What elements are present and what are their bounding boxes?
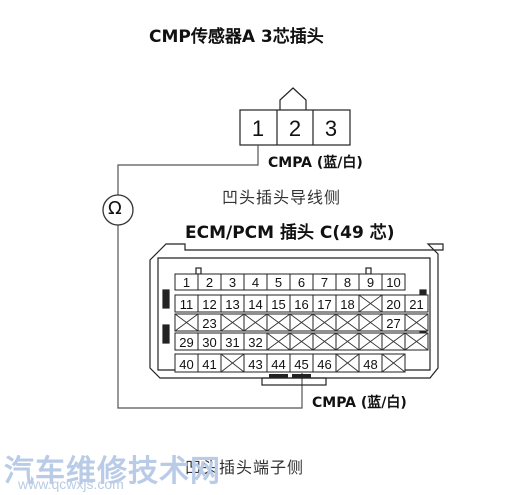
ecm-pin-16: 16 <box>294 297 308 312</box>
sensor-connector <box>239 87 351 146</box>
ecm-pin-31: 31 <box>225 335 239 350</box>
blocked-cell-mark <box>312 332 337 351</box>
ecm-pin-2: 2 <box>206 275 213 290</box>
wire-label-top: CMPA (蓝/白) <box>268 155 363 171</box>
blocked-cell-mark <box>289 313 314 332</box>
blocked-cell-mark <box>220 353 245 373</box>
ecm-connector-label: ECM/PCM 插头 C(49 芯) <box>185 223 395 243</box>
ecm-pin-41: 41 <box>202 357 216 372</box>
ecm-pin-cell <box>404 294 429 313</box>
blocked-cell-mark <box>358 313 383 332</box>
blocked-cell-mark <box>335 313 360 332</box>
blocked-cell-mark <box>404 313 429 332</box>
blocked-cell-mark <box>312 313 337 332</box>
ecm-pin-29: 29 <box>179 335 193 350</box>
ecm-pin-45: 45 <box>294 357 308 372</box>
ecm-pin-23: 23 <box>202 316 216 331</box>
terminal-side-caption: 凹头插头端子侧 <box>185 458 305 477</box>
blocked-cell-mark <box>174 313 199 332</box>
ecm-pin-30: 30 <box>202 335 216 350</box>
blocked-cell-mark <box>358 332 383 351</box>
ecm-pin-8: 8 <box>344 275 351 290</box>
ecm-pin-48: 48 <box>363 357 377 372</box>
wire-side-caption: 凹头插头导线侧 <box>222 188 342 207</box>
blocked-cell-mark <box>358 294 383 313</box>
ecm-pin-20: 20 <box>386 297 400 312</box>
watermark-url: www.qcwxjs.com <box>18 476 124 492</box>
ecm-pin-cell <box>381 273 406 291</box>
ecm-pin-32: 32 <box>248 335 262 350</box>
wire-label-bottom: CMPA (蓝/白) <box>312 395 407 411</box>
ecm-pin-14: 14 <box>248 297 262 312</box>
ecm-pin-46: 46 <box>317 357 331 372</box>
ecm-pin-1: 1 <box>183 275 190 290</box>
ecm-pin-5: 5 <box>275 275 282 290</box>
ecm-pin-3: 3 <box>229 275 236 290</box>
page-title: CMP传感器A 3芯插头 <box>149 27 324 47</box>
pin-marker <box>269 374 288 378</box>
ecm-pin-12: 12 <box>202 297 216 312</box>
sensor-pin-3: 3 <box>325 116 337 141</box>
ecm-pin-10: 10 <box>386 275 400 290</box>
ohm-symbol: Ω <box>108 198 122 219</box>
blocked-cell-mark <box>381 353 406 373</box>
ecm-pin-44: 44 <box>271 357 285 372</box>
blocked-cell-mark <box>266 332 291 351</box>
sensor-pin-2: 2 <box>289 116 301 141</box>
blocked-cell-mark <box>220 313 245 332</box>
watermark-logo: 汽车维修技术网 <box>4 454 221 489</box>
ecm-pin-4: 4 <box>252 275 259 290</box>
ecm-pin-7: 7 <box>321 275 328 290</box>
ecm-pin-40: 40 <box>179 357 193 372</box>
ecm-pin-15: 15 <box>271 297 285 312</box>
blocked-cell-mark <box>266 313 291 332</box>
ohmmeter-symbol <box>102 194 134 226</box>
ecm-pin-11: 11 <box>180 297 194 312</box>
blocked-cell-mark <box>381 332 406 351</box>
ecm-pin-43: 43 <box>248 357 262 372</box>
blocked-cell-mark <box>335 332 360 351</box>
blocked-cell-mark <box>404 332 429 351</box>
ecm-pin-27: 27 <box>386 316 400 331</box>
sensor-pin-1: 1 <box>252 116 264 141</box>
ecm-pin-6: 6 <box>298 275 305 290</box>
wiring <box>117 145 303 409</box>
ecm-pin-13: 13 <box>225 297 239 312</box>
blocked-cell-mark <box>243 313 268 332</box>
ecm-pin-18: 18 <box>340 297 354 312</box>
ecm-pin-17: 17 <box>317 297 331 312</box>
blocked-cell-mark <box>289 332 314 351</box>
ecm-pin-21: 21 <box>409 297 423 312</box>
blocked-cell-mark <box>335 353 360 373</box>
pin-marker <box>292 374 311 378</box>
ecm-pin-9: 9 <box>367 275 374 290</box>
